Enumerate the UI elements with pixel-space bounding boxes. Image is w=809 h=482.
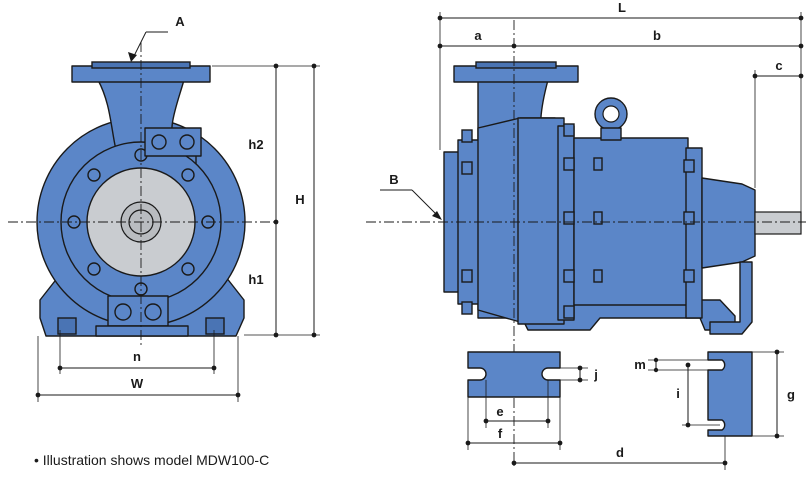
label-L: L	[618, 0, 626, 15]
side-view: B L a b c	[366, 0, 806, 466]
bracket-plate	[707, 351, 753, 437]
side-bearing-housing	[573, 137, 689, 306]
foot-detail-side: m i g d	[511, 349, 795, 470]
label-c: c	[775, 58, 782, 73]
foot-plate	[467, 351, 561, 398]
label-b: b	[653, 28, 661, 43]
front-base-plate	[95, 325, 189, 337]
side-foot-bracket	[709, 261, 753, 335]
label-i: i	[676, 386, 680, 401]
side-shaft	[754, 211, 802, 235]
side-casing-face	[517, 117, 565, 325]
label-W: W	[131, 376, 144, 391]
label-m: m	[634, 357, 646, 372]
side-bolts	[461, 123, 695, 319]
front-foot-left	[57, 317, 77, 335]
label-H: H	[295, 192, 304, 207]
label-e: e	[496, 404, 503, 419]
label-n: n	[133, 349, 141, 364]
label-a: a	[474, 28, 482, 43]
caption: • Illustration shows model MDW100-C	[34, 452, 269, 468]
side-flange-lip	[475, 61, 557, 69]
label-h2: h2	[248, 137, 263, 152]
front-foot-right	[205, 317, 225, 335]
label-j: j	[593, 367, 598, 382]
label-h1: h1	[248, 272, 263, 287]
label-B: B	[389, 172, 398, 187]
side-bearing-cap	[701, 177, 756, 269]
label-g: g	[787, 387, 795, 402]
foot-detail-bottom: e f j	[465, 351, 598, 450]
front-view: A h2 h1 H n W	[8, 14, 320, 402]
label-d: d	[616, 445, 624, 460]
label-A: A	[175, 14, 185, 29]
label-f: f	[498, 426, 503, 441]
side-rear-flange	[685, 147, 703, 319]
